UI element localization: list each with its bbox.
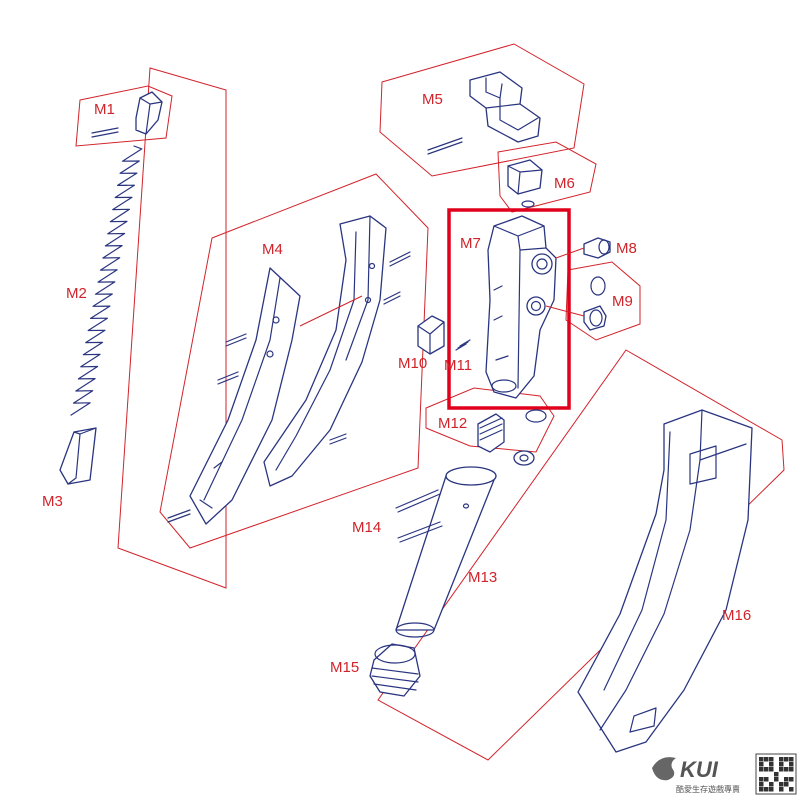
- part-m13: [395, 466, 497, 638]
- watermark-brand: KUI: [680, 757, 719, 782]
- part-m7: [485, 215, 557, 399]
- part-m3: [59, 427, 97, 485]
- watermark: KUI 酷愛生存遊戲專賣: [652, 753, 797, 795]
- label-m13: M13: [468, 569, 497, 586]
- part-m9: [545, 276, 607, 331]
- label-m16: M16: [722, 607, 751, 624]
- label-m8: M8: [616, 240, 637, 257]
- part-m1: [91, 91, 163, 138]
- watermark-tagline: 酷愛生存遊戲專賣: [676, 784, 740, 794]
- group-outline-m1: [75, 85, 173, 147]
- qr-code-icon: [755, 753, 797, 795]
- label-m12: M12: [438, 415, 467, 432]
- label-m11: M11: [444, 357, 472, 374]
- label-m10: M10: [398, 355, 427, 372]
- part-m11: [455, 339, 471, 351]
- part-labels: M1 M2 M3 M4 M5 M6 M7 M8 M9 M10 M11 M12 M…: [42, 91, 751, 676]
- label-m9: M9: [612, 293, 633, 310]
- part-m10: [417, 315, 445, 355]
- group-outline-m2-m4: [117, 67, 227, 589]
- part-m5: [427, 71, 541, 155]
- part-m16: [577, 409, 753, 753]
- label-m1: M1: [94, 101, 115, 118]
- label-m6: M6: [554, 175, 575, 192]
- label-m7: M7: [460, 235, 481, 252]
- label-m14: M14: [352, 519, 381, 536]
- part-m12: [477, 409, 547, 466]
- label-m4: M4: [262, 241, 283, 258]
- highlight-box-m7: [447, 208, 571, 410]
- group-outline-m13-m16: [377, 349, 785, 761]
- group-outline-m12: [425, 387, 555, 453]
- part-m6: [507, 159, 543, 208]
- label-m15: M15: [330, 659, 359, 676]
- part-m8: [555, 237, 611, 259]
- group-outline-m6: [497, 141, 597, 213]
- group-outline-m8-m9: [565, 261, 641, 341]
- part-m15: [369, 643, 421, 697]
- label-m3: M3: [42, 493, 63, 510]
- group-outline-m4: [159, 173, 429, 549]
- label-m5: M5: [422, 91, 443, 108]
- part-m4: [167, 215, 411, 525]
- label-m2: M2: [66, 285, 87, 302]
- group-outline-m5: [379, 43, 585, 177]
- part-m14: [395, 489, 443, 543]
- part-m2-spring: [70, 145, 143, 416]
- kui-logo-icon: [652, 757, 676, 781]
